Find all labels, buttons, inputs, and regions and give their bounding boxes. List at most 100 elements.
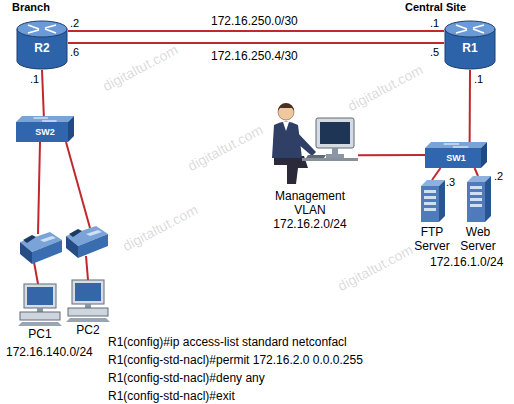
server-bay	[424, 196, 436, 199]
monitor-base	[326, 154, 344, 158]
keyboard	[306, 155, 326, 158]
server-bay	[470, 192, 482, 195]
wire	[38, 142, 40, 234]
wire	[86, 256, 88, 280]
site-label: Central Site	[405, 1, 466, 14]
switch-node: SW2	[16, 116, 74, 142]
interface-address: .2	[494, 170, 503, 183]
network-link	[42, 70, 44, 116]
server-bay	[424, 208, 436, 211]
server-icon	[458, 176, 498, 222]
watermark: digitaltut.com	[345, 61, 425, 114]
router-arrows	[456, 25, 484, 33]
router-node: R1	[444, 20, 496, 70]
monitor-screen	[320, 122, 350, 144]
network-link	[68, 42, 444, 44]
node-label: PC1	[16, 328, 64, 342]
pc-case	[68, 308, 108, 316]
network-link	[432, 168, 441, 180]
person-head	[278, 104, 294, 120]
node-text-box: PC1	[16, 282, 64, 342]
node-text-box: SW1	[425, 142, 487, 163]
node-label: FTP Server	[412, 226, 452, 254]
link-subnet-label: 172.16.250.4/30	[211, 50, 298, 64]
network-link	[475, 168, 478, 176]
watermark: digitaltut.com	[100, 41, 180, 94]
router-node: R2	[16, 20, 68, 70]
server-bay	[424, 190, 436, 193]
node-label: SW2	[16, 127, 74, 137]
person-collar	[283, 122, 289, 131]
interface-address: .1	[474, 73, 483, 86]
person-arm	[291, 130, 316, 156]
desk	[302, 158, 358, 161]
keyboard	[18, 322, 62, 326]
node-label: PC2	[64, 324, 112, 338]
network-link	[68, 30, 444, 32]
monitor-stand	[332, 148, 338, 154]
monitor-stand	[85, 304, 91, 308]
server-bay	[470, 204, 482, 207]
interface-address: .3	[446, 176, 455, 189]
interface-address: .2	[70, 17, 79, 30]
router-top	[445, 21, 495, 37]
server-side	[485, 176, 491, 222]
switch-arrows	[444, 144, 469, 147]
switch-top	[16, 116, 74, 122]
monitor-frame	[316, 118, 354, 148]
server-side	[439, 180, 445, 222]
monitor-frame	[72, 280, 104, 304]
node-text-box: Management VLAN 172.16.2.0/24	[262, 98, 358, 231]
switch-top	[425, 142, 487, 148]
pc-node: PC2	[64, 278, 112, 338]
pc-icon	[16, 282, 64, 326]
server-bay	[470, 186, 482, 189]
phone-display	[40, 236, 56, 242]
node-text-box: Web Server	[458, 176, 498, 254]
switch-node: SW1	[425, 142, 487, 168]
phone-wires	[34, 142, 90, 284]
watermark: digitaltut.com	[185, 121, 265, 174]
ip-phone	[66, 226, 108, 258]
router-top	[17, 21, 67, 37]
phone-front	[32, 240, 62, 264]
switch-arrows	[33, 118, 56, 121]
network-link	[469, 70, 471, 142]
phone-side	[20, 242, 32, 264]
pc-case	[20, 312, 60, 320]
interface-address: .1	[430, 17, 439, 30]
mgmt-icon	[262, 98, 358, 186]
node-label: R1	[444, 42, 496, 56]
node-text-box: R1	[444, 20, 496, 56]
server-front	[421, 186, 439, 222]
pc-node: PC1	[16, 282, 64, 342]
node-text-box: PC2	[64, 278, 112, 338]
switch-side	[481, 142, 487, 168]
pc-icon	[64, 278, 112, 322]
node-label: R2	[16, 42, 68, 56]
config-line: R1(config)#ip access-list standard netco…	[108, 336, 347, 350]
server-bay	[424, 202, 436, 205]
person-hair	[278, 103, 294, 111]
server-node: Web Server	[458, 176, 498, 254]
node-label: Web Server	[458, 226, 498, 254]
phone-front	[78, 234, 108, 258]
monitor-frame	[24, 284, 56, 308]
node-text-box: SW2	[16, 116, 74, 137]
interface-address: .6	[70, 46, 79, 59]
node-label: Management VLAN 172.16.2.0/24	[262, 190, 358, 231]
wire	[66, 142, 90, 228]
server-bay	[470, 198, 482, 201]
monitor-stand	[37, 308, 43, 312]
interface-address: .1	[30, 73, 39, 86]
link-subnet-label: 172.16.250.0/30	[211, 15, 298, 29]
router-arrows	[28, 25, 56, 33]
phone-handset	[69, 229, 82, 237]
subnet-label: 172.16.140.0/24	[6, 346, 93, 360]
phone-side	[66, 236, 78, 258]
server-node: FTP Server	[412, 180, 452, 254]
ip-phone	[20, 232, 62, 264]
site-label: Branch	[12, 1, 50, 14]
watermark: digitaltut.com	[335, 241, 415, 294]
